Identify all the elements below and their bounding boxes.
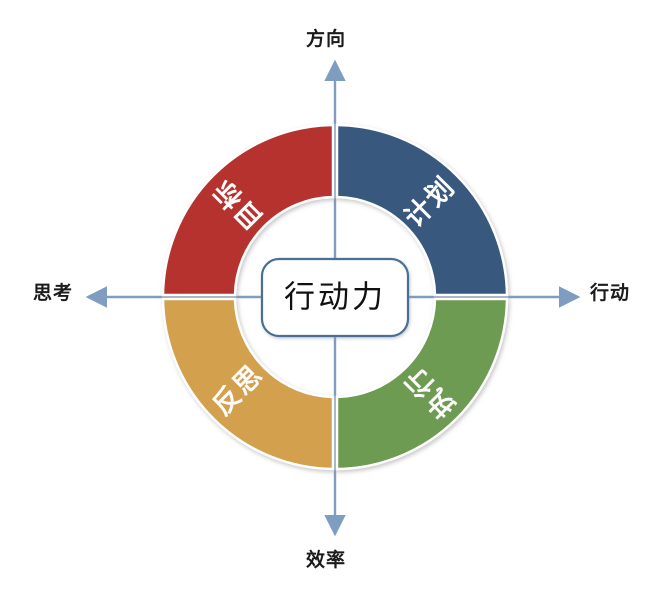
axis-label-left: 思考 xyxy=(33,282,74,304)
axis-label-bottom: 效率 xyxy=(306,549,347,571)
segment-plan[interactable] xyxy=(335,123,509,297)
center-node-label: 行动力 xyxy=(284,280,386,316)
axis-label-top: 方向 xyxy=(306,28,347,50)
segment-execute[interactable] xyxy=(335,297,509,471)
donut-ring xyxy=(161,123,509,471)
axis-label-right: 行动 xyxy=(590,282,631,304)
center-node-box xyxy=(260,257,410,338)
segment-goal[interactable] xyxy=(161,123,335,297)
segment-reflect[interactable] xyxy=(161,297,335,471)
center-node[interactable] xyxy=(260,257,410,338)
